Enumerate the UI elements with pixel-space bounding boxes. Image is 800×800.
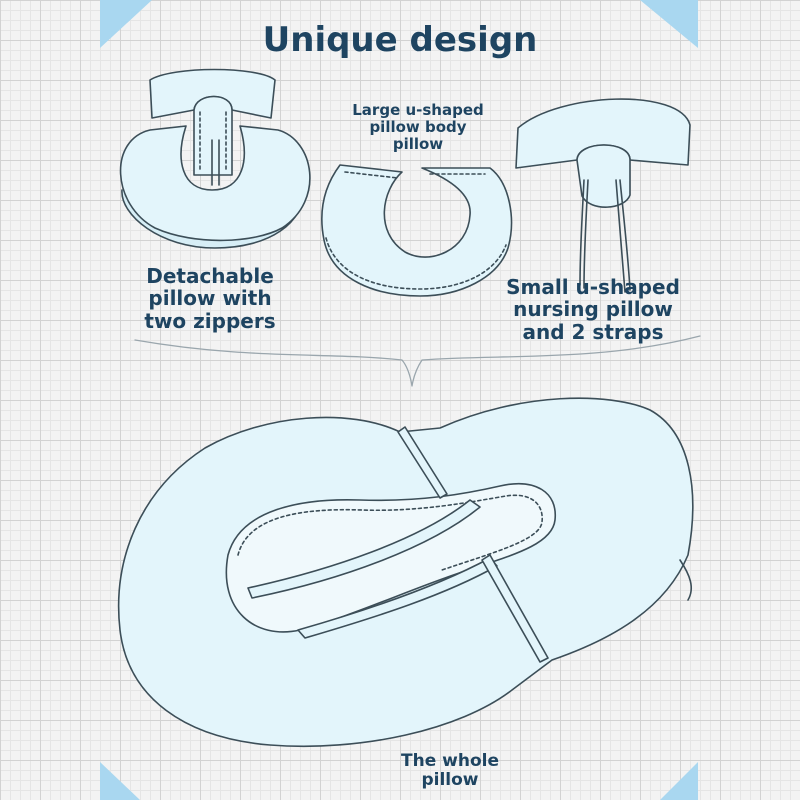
corner-accent-top-right [640, 0, 698, 48]
small-u-label: Small u-shaped nursing pillow and 2 stra… [506, 275, 680, 344]
small-u-nursing-illustration [515, 98, 691, 293]
corner-accent-bottom-left [100, 762, 140, 800]
detachable-pillow-illustration [119, 68, 311, 249]
corner-accent-bottom-right [660, 762, 698, 800]
detachable-label: Detachable pillow with two zippers [144, 264, 276, 333]
grouping-brace [134, 335, 701, 387]
whole-pillow-illustration [117, 397, 694, 748]
corner-accent-top-left [100, 0, 152, 48]
page-title: Unique design [262, 20, 538, 60]
whole-pillow-label: The whole pillow [401, 751, 499, 791]
large-u-label: Large u-shaped pillow body pillow [352, 101, 484, 153]
large-u-body-illustration [321, 164, 513, 297]
